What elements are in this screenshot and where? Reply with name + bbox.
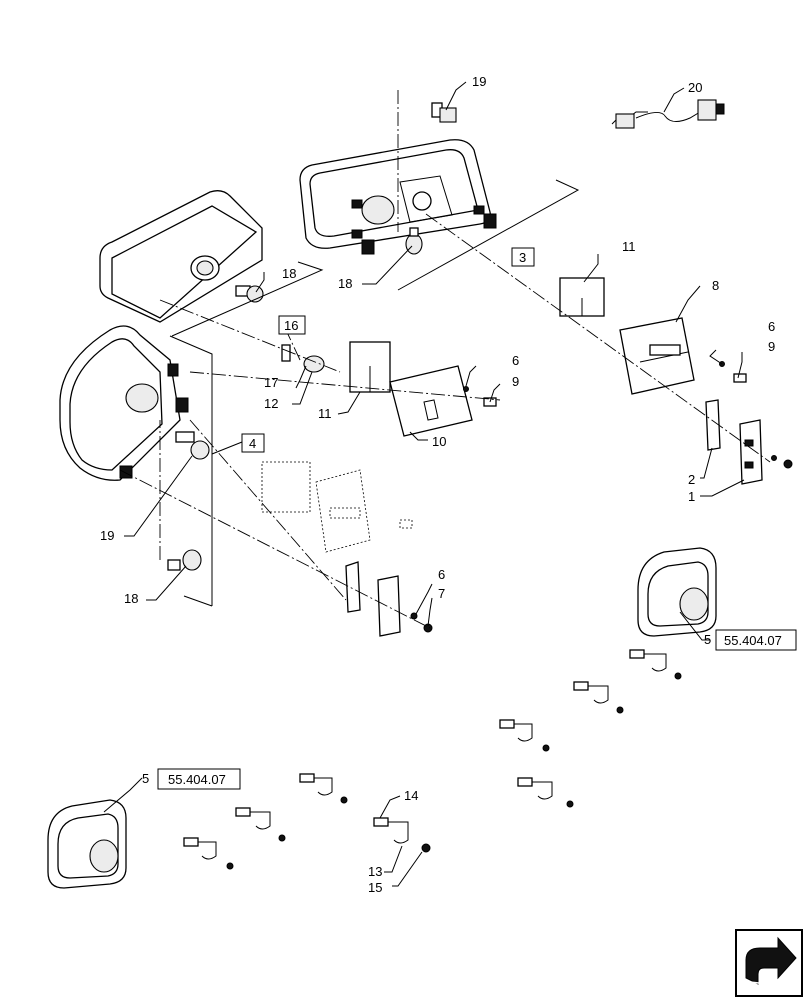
callout-5-right: 5 xyxy=(704,632,711,647)
callout-13: 13 xyxy=(368,864,382,879)
reference-55-404-07-right[interactable]: 55.404.07 xyxy=(724,633,782,648)
section-reference-right[interactable]: 55.404.07 xyxy=(715,629,797,651)
assembly-centerlines xyxy=(119,90,771,629)
callout-16: 16 xyxy=(284,318,298,333)
work-lamp-right xyxy=(637,547,717,637)
ghost-gasket-4-group xyxy=(261,461,371,553)
callout-18-mid: 18 xyxy=(338,276,352,291)
callout-6-mid: 6 xyxy=(512,353,519,368)
bulb-18-mid xyxy=(405,227,423,255)
callout-19-left: 19 xyxy=(100,528,114,543)
boxed-callout-16: 16 xyxy=(278,315,306,335)
mounting-hardware-sets xyxy=(183,649,682,870)
work-lamp-left xyxy=(47,799,127,889)
leader-lines xyxy=(103,81,745,887)
gasket-11-mid xyxy=(349,341,391,393)
callout-9-mid: 9 xyxy=(512,374,519,389)
bulb-19-left xyxy=(175,431,210,460)
upper-lamp-housing xyxy=(299,139,497,255)
boxed-callout-4: 4 xyxy=(241,433,265,453)
callout-10: 10 xyxy=(432,434,446,449)
lower-lamp-housing xyxy=(59,325,189,481)
gasket-11-right xyxy=(559,277,605,317)
boxed-callout-3: 3 xyxy=(511,247,535,267)
section-reference-left[interactable]: 55.404.07 xyxy=(157,768,241,790)
group-frame-lines xyxy=(169,179,580,607)
next-page-arrow-icon[interactable] xyxy=(735,929,803,997)
bulb-19-top xyxy=(431,102,457,123)
reference-55-404-07-left[interactable]: 55.404.07 xyxy=(168,772,226,787)
callout-1: 1 xyxy=(688,489,695,504)
callout-11-right: 11 xyxy=(622,239,636,254)
callout-4: 4 xyxy=(249,436,256,451)
mid-lamp-housing xyxy=(99,190,263,323)
callout-2: 2 xyxy=(688,472,695,487)
gasket-10 xyxy=(389,365,473,437)
bracket-8 xyxy=(619,317,695,395)
callout-9-right: 9 xyxy=(768,339,775,354)
callout-15: 15 xyxy=(368,880,382,895)
bulb-18-low xyxy=(167,549,202,571)
callout-19-top: 19 xyxy=(472,74,486,89)
callout-3: 3 xyxy=(519,250,526,265)
plug-17-cap-12 xyxy=(281,344,325,373)
callout-17: 17 xyxy=(264,375,278,390)
callout-6-low: 6 xyxy=(438,567,445,582)
callout-6-right: 6 xyxy=(768,319,775,334)
callout-14: 14 xyxy=(404,788,418,803)
callout-20: 20 xyxy=(688,80,702,95)
callout-12: 12 xyxy=(264,396,278,411)
callout-7: 7 xyxy=(438,586,445,601)
callout-8: 8 xyxy=(712,278,719,293)
bracket-low xyxy=(345,561,401,637)
bracket-2-plate-1 xyxy=(705,399,763,485)
callout-5-left: 5 xyxy=(142,771,149,786)
callout-18-left: 18 xyxy=(282,266,296,281)
callout-11-mid: 11 xyxy=(318,406,332,421)
callout-18-low: 18 xyxy=(124,591,138,606)
harness-20 xyxy=(611,99,725,129)
